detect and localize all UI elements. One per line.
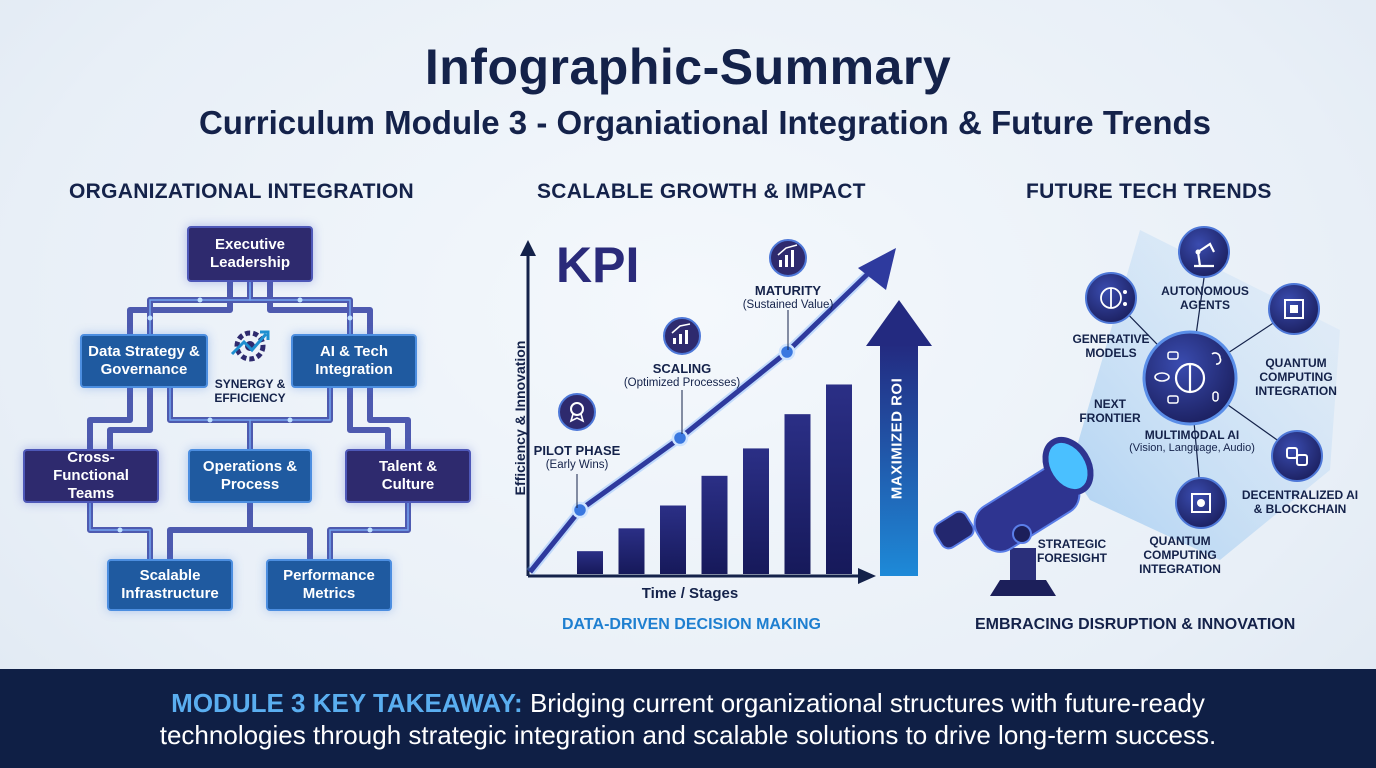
maturity-label: MATURITY (Sustained Value) [728, 284, 848, 312]
multimodal-ai-label: MULTIMODAL AI (Vision, Language, Audio) [1126, 429, 1258, 455]
quantum-chip-icon [1268, 283, 1320, 335]
key-takeaway-line1: MODULE 3 KEY TAKEAWAY: Bridging current … [0, 687, 1376, 719]
maturity-chart-icon [769, 239, 807, 277]
chart-bar [743, 448, 769, 574]
robot-arm-icon [1178, 226, 1230, 278]
maturity-sub: (Sustained Value) [742, 299, 834, 311]
key-takeaway-banner: MODULE 3 KEY TAKEAWAY: Bridging current … [0, 669, 1376, 768]
executive-leadership-box: Executive Leadership [187, 226, 313, 282]
key-takeaway-text2: technologies through strategic integrati… [159, 720, 1217, 750]
strategic-foresight-label: STRATEGIC FORESIGHT [1036, 537, 1107, 565]
pilot-phase-sub: (Early Wins) [545, 459, 609, 471]
multimodal-ai-sub: (Vision, Language, Audio) [1129, 442, 1255, 454]
growth-section-title: SCALABLE GROWTH & IMPACT [537, 180, 866, 203]
pilot-phase-label: PILOT PHASE (Early Wins) [527, 444, 627, 472]
chart-bar [618, 528, 645, 574]
scalable-infrastructure-box: Scalable Infrastructure [107, 559, 233, 611]
performance-metrics-box: Performance Metrics [266, 559, 392, 611]
ai-tech-integration-box: AI & Tech Integration [291, 334, 417, 388]
quantum-computing-top-label: QUANTUM COMPUTING INTEGRATION [1255, 356, 1337, 398]
generative-models-label: GENERATIVE MODELS [1072, 332, 1150, 360]
kpi-label: KPI [556, 237, 640, 293]
data-strategy-box: Data Strategy & Governance [80, 334, 208, 388]
cross-functional-box: Cross-Functional Teams [23, 449, 159, 503]
decentralized-ai-label: DECENTRALIZED AI & BLOCKCHAIN [1241, 488, 1359, 516]
chart-x-label: Time / Stages [641, 585, 739, 602]
chart-bar [784, 414, 811, 574]
next-frontier-label: NEXT FRONTIER [1079, 397, 1141, 425]
trend-arrowhead [858, 248, 896, 290]
scaling-label: SCALING (Optimized Processes) [612, 362, 752, 390]
chart-bar [826, 384, 852, 574]
autonomous-agents-label: AUTONOMOUS AGENTS [1161, 284, 1249, 312]
maximized-roi-arrow [866, 300, 932, 576]
maturity-title: MATURITY [754, 283, 822, 298]
telescope-icon [933, 436, 1094, 596]
processor-chip-icon [1175, 477, 1227, 529]
pilot-badge-icon [558, 393, 596, 431]
x-axis-arrow [858, 568, 876, 584]
multimodal-ai-title: MULTIMODAL AI [1144, 428, 1240, 442]
chart-bar [701, 475, 728, 574]
org-section-title: ORGANIZATIONAL INTEGRATION [69, 180, 414, 203]
trend-point [671, 429, 689, 447]
data-driven-footnote: DATA-DRIVEN DECISION MAKING [562, 616, 821, 633]
chart-bar [577, 551, 603, 574]
scaling-chart-icon [663, 317, 701, 355]
embracing-disruption-footnote: EMBRACING DISRUPTION & INNOVATION [975, 616, 1296, 633]
operations-process-box: Operations & Process [188, 449, 312, 503]
brain-network-icon [1085, 272, 1137, 324]
page-title: Infographic-Summary [424, 39, 952, 95]
scaling-sub: (Optimized Processes) [623, 377, 741, 389]
key-takeaway-label: MODULE 3 KEY TAKEAWAY: [171, 688, 523, 718]
page-subtitle: Curriculum Module 3 - Organiational Inte… [198, 104, 1212, 141]
pilot-phase-title: PILOT PHASE [533, 443, 621, 458]
multimodal-brain-icon [1142, 330, 1238, 426]
trends-section-title: FUTURE TECH TRENDS [1026, 180, 1272, 203]
quantum-computing-bottom-label: QUANTUM COMPUTING INTEGRATION [1139, 534, 1221, 576]
blockchain-link-icon [1271, 430, 1323, 482]
key-takeaway-text1: Bridging current organizational structur… [522, 688, 1205, 718]
chart-bar [660, 505, 686, 574]
trend-point [778, 343, 796, 361]
synergy-gear-icon [230, 330, 270, 362]
talent-culture-box: Talent & Culture [345, 449, 471, 503]
synergy-label: SYNERGY & EFFICIENCY [214, 377, 286, 405]
scaling-title: SCALING [652, 361, 712, 376]
y-axis-arrow [520, 240, 536, 256]
